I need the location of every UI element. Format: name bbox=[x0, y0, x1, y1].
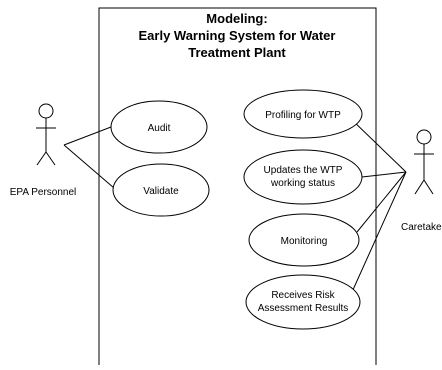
use-case-ellipse bbox=[248, 213, 360, 267]
association-caretaker-profiling bbox=[349, 117, 407, 173]
association-caretaker-updates bbox=[361, 171, 407, 178]
actor-epa-personnel bbox=[36, 103, 56, 166]
use-case-label-line-1: Updates the WTP bbox=[264, 165, 343, 176]
actor-head bbox=[416, 129, 432, 145]
actor-left-leg bbox=[414, 179, 425, 195]
system-title-line-3: Treatment Plant bbox=[188, 45, 286, 60]
actor-caretaker bbox=[414, 129, 434, 195]
use-case-label: Audit bbox=[148, 123, 171, 134]
associations bbox=[63, 117, 407, 293]
use-case-label-line-2: Assessment Results bbox=[258, 303, 349, 314]
association-epa-validate bbox=[63, 144, 115, 189]
use-case-label: Monitoring bbox=[281, 236, 328, 247]
system-title-line-2: Early Warning System for Water bbox=[139, 28, 336, 43]
use-case-ellipse bbox=[245, 274, 361, 330]
use-case-ellipse bbox=[110, 100, 208, 154]
use-case-label: Profiling for WTP bbox=[265, 110, 341, 121]
actor-epa-label: EPA Personnel bbox=[10, 187, 77, 198]
use-case-label: Validate bbox=[143, 186, 179, 197]
use-case-ellipse bbox=[243, 89, 363, 139]
association-caretaker-receives bbox=[351, 171, 407, 293]
use-case-audit[interactable]: Audit bbox=[110, 100, 208, 154]
actor-left-leg bbox=[36, 151, 47, 166]
use-case-label-line-2: working status bbox=[270, 178, 335, 189]
use-case-ellipse bbox=[112, 163, 210, 217]
actor-right-leg bbox=[45, 151, 56, 166]
actor-caretaker-label: Caretaker bbox=[401, 222, 442, 233]
system-title-line-1: Modeling: bbox=[206, 11, 267, 26]
actor-head bbox=[38, 103, 54, 119]
actor-right-leg bbox=[423, 179, 434, 195]
association-epa-audit bbox=[63, 126, 112, 146]
use-case-profiling-for-wtp[interactable]: Profiling for WTP bbox=[243, 89, 363, 139]
use-case-updates-wtp-status[interactable]: Updates the WTP working status bbox=[243, 149, 363, 205]
use-case-receives-risk-assessment[interactable]: Receives Risk Assessment Results bbox=[245, 274, 361, 330]
use-case-validate[interactable]: Validate bbox=[112, 163, 210, 217]
use-case-ellipse bbox=[243, 149, 363, 205]
association-caretaker-monitoring bbox=[356, 171, 407, 233]
use-case-monitoring[interactable]: Monitoring bbox=[248, 213, 360, 267]
use-case-label-line-1: Receives Risk bbox=[271, 290, 335, 301]
